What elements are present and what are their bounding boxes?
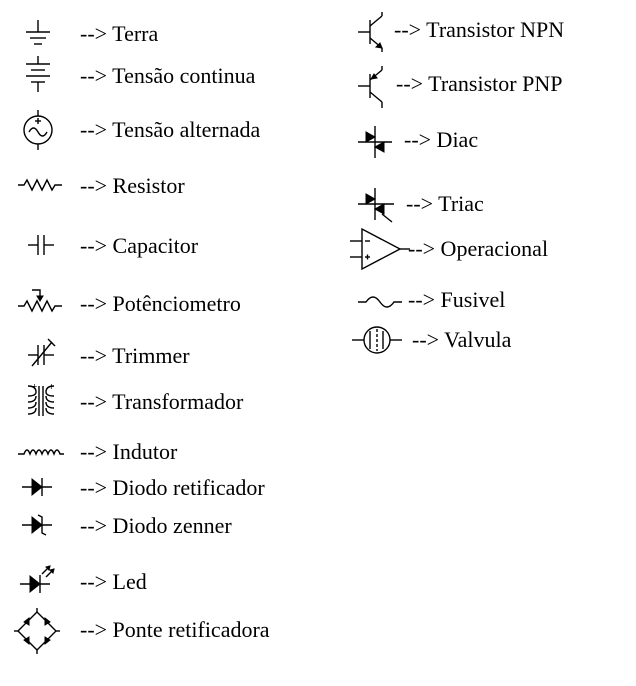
- led-icon: [20, 562, 60, 596]
- rectifier-diode-icon: [22, 474, 56, 500]
- legend-label: --> Diac: [404, 127, 479, 152]
- inductor-icon: [18, 442, 66, 458]
- legend-label: --> Resistor: [80, 173, 185, 198]
- legend-item-operacional: --> Operacional: [350, 226, 630, 271]
- legend-item-diodo-zenner: --> Diodo zenner: [18, 506, 338, 546]
- legend-label: --> Trimmer: [80, 343, 190, 368]
- svg-text:+: +: [31, 382, 38, 391]
- legend-label: --> Led: [80, 569, 147, 594]
- legend-item-ponte-retificadora: --> Ponte retificadora: [14, 608, 344, 654]
- op-amp-icon: [350, 226, 410, 272]
- legend-item-transistor-npn: --> Transistor NPN: [356, 12, 626, 52]
- dc-source-icon: [18, 56, 58, 96]
- legend-item-terra: --> Terra: [18, 14, 318, 54]
- legend-label: --> Diodo retificador: [80, 475, 265, 500]
- npn-transistor-icon: [356, 12, 392, 52]
- legend-item-transistor-pnp: --> Transistor PNP: [356, 64, 626, 108]
- zener-diode-icon: [22, 512, 56, 538]
- legend-item-tensao-continua: --> Tensão continua: [18, 56, 318, 96]
- diac-icon: [358, 122, 394, 162]
- svg-text:+: +: [48, 382, 55, 391]
- legend-label: --> Ponte retificadora: [80, 617, 270, 642]
- legend-item-capacitor: --> Capacitor: [18, 226, 318, 266]
- legend-label: --> Terra: [80, 21, 159, 46]
- legend-label: --> Tensão alternada: [80, 117, 261, 142]
- legend-label: --> Valvula: [412, 327, 512, 352]
- transformer-icon: + +: [24, 382, 58, 422]
- legend-item-indutor: --> Indutor: [18, 432, 318, 472]
- ground-icon: [18, 18, 58, 52]
- triac-icon: [358, 184, 398, 224]
- pnp-transistor-icon: [356, 64, 392, 108]
- bridge-rectifier-icon: [14, 608, 60, 654]
- legend-label: --> Transformador: [80, 389, 244, 414]
- legend-item-triac: --> Triac: [356, 184, 626, 224]
- capacitor-icon: [28, 230, 58, 260]
- legend-item-transformador: + + --> Transformador: [18, 382, 338, 422]
- resistor-icon: [18, 174, 64, 194]
- legend-item-led: --> Led: [18, 562, 318, 602]
- legend-item-potenciometro: --> Potênciometro: [18, 284, 318, 324]
- legend-item-resistor: --> Resistor: [18, 166, 318, 206]
- legend-item-tensao-alternada: --> Tensão alternada: [18, 110, 338, 150]
- legend-item-trimmer: --> Trimmer: [18, 336, 318, 376]
- legend-label: --> Potênciometro: [80, 291, 241, 316]
- legend-label: --> Indutor: [80, 439, 178, 464]
- legend-item-valvula: --> Valvula: [352, 320, 622, 360]
- legend-item-diodo-retificador: --> Diodo retificador: [18, 468, 338, 508]
- legend-label: --> Operacional: [408, 236, 549, 261]
- legend-label: --> Diodo zenner: [80, 513, 232, 538]
- legend-item-fusivel: --> Fusivel: [356, 284, 626, 324]
- legend-label: --> Fusivel: [408, 287, 506, 312]
- valve-icon: [352, 320, 402, 360]
- potentiometer-icon: [18, 286, 64, 314]
- fuse-icon: [358, 292, 404, 312]
- legend-label: --> Transistor NPN: [394, 17, 565, 42]
- legend-label: --> Capacitor: [80, 233, 199, 258]
- legend-label: --> Triac: [406, 191, 484, 216]
- legend-label: --> Tensão continua: [80, 63, 256, 88]
- trimmer-icon: [28, 338, 58, 372]
- legend-item-diac: --> Diac: [356, 120, 626, 160]
- legend-label: --> Transistor PNP: [396, 71, 563, 96]
- ac-source-icon: [18, 110, 58, 150]
